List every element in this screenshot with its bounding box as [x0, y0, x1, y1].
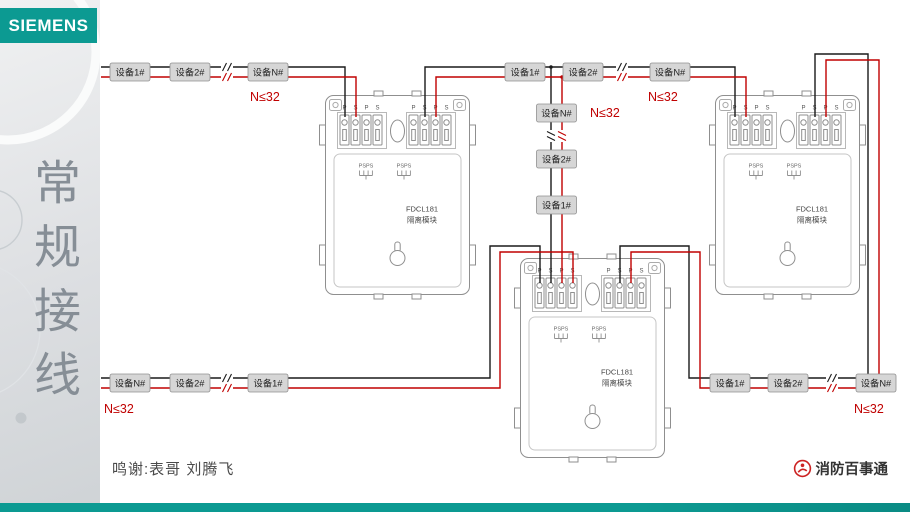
sidebar-decor-circles: [0, 0, 100, 424]
wire-junction: [549, 65, 553, 69]
svg-text:设备2#: 设备2#: [569, 67, 599, 78]
siemens-logo: SIEMENS: [0, 8, 97, 43]
device-box: 设备2#: [767, 373, 809, 393]
device-box: 设备N#: [247, 62, 289, 82]
svg-text:设备2#: 设备2#: [176, 378, 206, 389]
svg-text:设备2#: 设备2#: [542, 154, 572, 165]
footer-brand-icon: [793, 459, 811, 478]
device-box: 设备1#: [247, 373, 289, 393]
n-limit-label: N≤32: [648, 90, 678, 104]
isolator-module-1: [319, 90, 476, 300]
n-limit-label: N≤32: [854, 402, 884, 416]
device-box: 设备1#: [536, 195, 577, 215]
device-box: 设备2#: [169, 62, 211, 82]
device-box: 设备2#: [562, 62, 604, 82]
n-limit-label: N≤32: [104, 402, 134, 416]
svg-text:设备1#: 设备1#: [542, 200, 572, 211]
device-box: 设备2#: [536, 149, 577, 169]
device-boxes: 设备1# 设备2# 设备N# 设备1# 设备2# 设备N# 设备N# 设备2# …: [109, 62, 897, 393]
n-limit-labels: N≤32 N≤32 N≤32 N≤32 N≤32: [104, 90, 884, 416]
isolator-module-2: [709, 90, 866, 300]
svg-text:设备1#: 设备1#: [511, 67, 541, 78]
svg-text:设备1#: 设备1#: [254, 378, 284, 389]
break-mark: [221, 62, 233, 82]
n-limit-label: N≤32: [590, 106, 620, 120]
wire-breaks: [221, 62, 838, 393]
svg-text:设备N#: 设备N#: [253, 67, 284, 78]
credits-text: 鸣谢:表哥 刘腾飞: [112, 461, 235, 478]
device-box: 设备2#: [169, 373, 211, 393]
bottom-accent-bar: [0, 503, 910, 512]
device-box: 设备1#: [504, 62, 546, 82]
n-limit-label: N≤32: [250, 90, 280, 104]
device-box: 设备N#: [109, 373, 151, 393]
svg-text:设备1#: 设备1#: [116, 67, 146, 78]
svg-text:设备N#: 设备N#: [655, 67, 686, 78]
left-sidebar: SIEMENS 常规接线: [0, 0, 100, 512]
device-box: 设备N#: [536, 103, 577, 123]
svg-text:设备N#: 设备N#: [541, 108, 572, 119]
break-mark: [546, 130, 567, 142]
svg-text:设备2#: 设备2#: [176, 67, 206, 78]
svg-text:设备1#: 设备1#: [716, 378, 746, 389]
device-box: 设备N#: [649, 62, 691, 82]
break-mark: [616, 62, 628, 82]
svg-text:设备N#: 设备N#: [115, 378, 146, 389]
break-mark: [826, 373, 838, 393]
svg-text:设备N#: 设备N#: [861, 378, 892, 389]
device-box: 设备1#: [709, 373, 751, 393]
device-box: 设备1#: [109, 62, 151, 82]
device-box: 设备N#: [855, 373, 897, 393]
slide-title-vertical: 常规接线: [27, 158, 80, 414]
svg-text:设备2#: 设备2#: [774, 378, 804, 389]
isolator-module-3: [514, 253, 671, 463]
footer-brand: 消防百事通: [793, 458, 889, 479]
footer-brand-text: 消防百事通: [815, 462, 889, 478]
break-mark: [221, 373, 233, 393]
